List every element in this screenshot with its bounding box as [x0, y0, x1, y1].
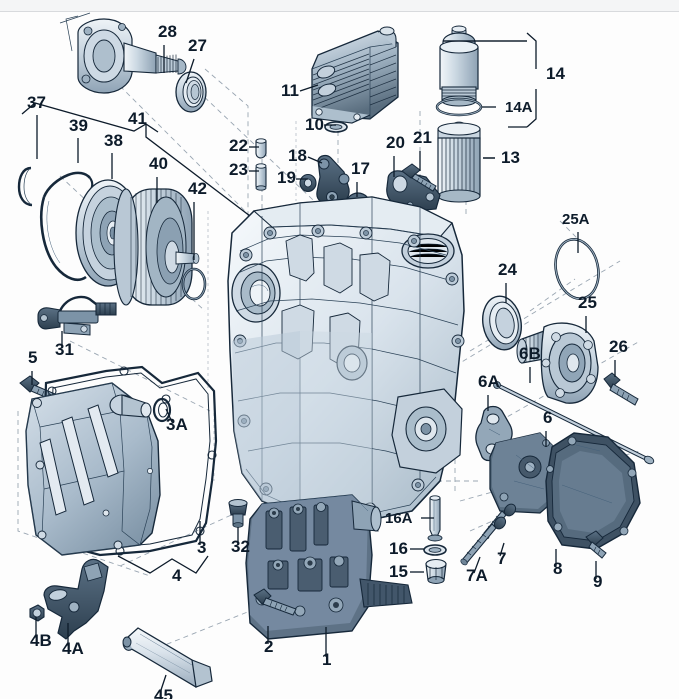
part-label-8: 8: [553, 559, 562, 578]
window-top-strip: [0, 0, 679, 12]
part-22-dowel-pin-short: [255, 138, 267, 159]
leader-line-7A: [473, 556, 481, 574]
part-label-17: 17: [351, 159, 370, 178]
part-label-22: 22: [229, 136, 248, 155]
part-label-37: 37: [27, 93, 46, 112]
leader-line-7: [499, 542, 505, 557]
part-label-4B: 4B: [30, 631, 52, 650]
part-3A-shaft-seal-ring: [152, 397, 172, 423]
part-label-4: 4: [172, 566, 182, 585]
part-label-18: 18: [288, 146, 307, 165]
part-4-oil-pan: [25, 382, 209, 574]
part-label-27: 27: [188, 36, 207, 55]
part-label-14A: 14A: [505, 99, 533, 116]
part-14-oil-filter-housing: [439, 25, 537, 128]
part-label-32: 32: [231, 537, 250, 556]
part-13-oil-filter-element: [437, 121, 495, 203]
part-label-16: 16: [389, 539, 408, 558]
part-25A-flange-o-ring: [554, 238, 600, 300]
part-label-6B: 6B: [519, 344, 541, 363]
leader-line-27: [185, 58, 195, 84]
part-label-25A: 25A: [562, 211, 590, 228]
part-label-3A: 3A: [166, 415, 188, 434]
part-label-7: 7: [497, 549, 506, 568]
part-label-31: 31: [55, 340, 74, 359]
part-label-23: 23: [229, 160, 248, 179]
part-label-28: 28: [158, 22, 177, 41]
part-label-41: 41: [128, 109, 147, 128]
label-leader-lines: [31, 40, 616, 694]
part-label-3: 3: [197, 538, 206, 557]
exploded-view-svg: 282711101414A133739384140422223181917202…: [17, 12, 655, 699]
part-37-retaining-clip: [17, 166, 33, 207]
part-label-21: 21: [413, 128, 432, 147]
part-4B-hex-nut: [29, 604, 45, 622]
part-label-26: 26: [609, 337, 628, 356]
part-label-14: 14: [546, 64, 565, 83]
part-label-13: 13: [501, 148, 520, 167]
part-8-side-cover: [545, 432, 641, 550]
part-16-breather-seal: [423, 544, 447, 556]
part-9-cover-bolt: [585, 530, 607, 559]
part-24-flange-shaft-seal: [482, 295, 522, 351]
part-28-input-shaft-flange: [59, 12, 187, 94]
part-40-dual-clutch-pack: [113, 188, 200, 306]
leader-line-45: [159, 674, 167, 694]
part-41-clutch-assembly-bracket: [21, 102, 251, 217]
part-label-5: 5: [28, 348, 37, 367]
part-16A-breather-tube: [427, 495, 443, 542]
part-label-11: 11: [281, 81, 299, 100]
leader-line-11: [299, 84, 319, 92]
part-32-drain-plug-upper: [228, 499, 248, 528]
part-label-24: 24: [498, 260, 517, 279]
part-39-clutch-spring-ring: [40, 171, 94, 281]
part-label-9: 9: [593, 572, 602, 591]
part-6-selector-mechanism: [489, 432, 557, 514]
part-label-16A: 16A: [385, 510, 413, 527]
part-label-10: 10: [305, 115, 324, 134]
part-10-oil-cooler-seal: [324, 121, 348, 133]
part-label-39: 39: [69, 116, 88, 135]
part-label-7A: 7A: [466, 566, 488, 585]
part-31-speed-sensor: [37, 295, 117, 336]
part-26-flange-bolt: [603, 372, 639, 406]
leader-line-18: [307, 156, 323, 164]
part-14A-filter-o-ring: [435, 97, 483, 117]
part-label-6A: 6A: [478, 372, 500, 391]
part-label-40: 40: [149, 154, 168, 173]
part-25-output-flange: [516, 322, 599, 404]
part-label-2: 2: [264, 637, 273, 656]
part-15-breather-cap: [425, 558, 447, 584]
part-label-1: 1: [322, 650, 331, 669]
part-label-15: 15: [389, 562, 408, 581]
part-2-mechatronic-bolt: [253, 588, 297, 616]
main-transmission-housing: [227, 196, 465, 524]
part-27-input-shaft-seal: [175, 71, 207, 113]
part-label-4A: 4A: [62, 639, 84, 658]
part-23-dowel-pin-long: [255, 163, 267, 191]
leader-line-3A: [165, 408, 173, 423]
part-4A-mounting-bracket: [43, 558, 109, 640]
part-7A-socket-bolt-long: [460, 516, 507, 566]
part-label-6: 6: [543, 408, 552, 427]
part-label-45: 45: [154, 686, 173, 699]
part-45-sealant-tube: [122, 627, 213, 688]
part-label-38: 38: [104, 131, 123, 150]
part-label-19: 19: [277, 168, 296, 187]
part-6B-selector-shaft-rod: [493, 381, 655, 465]
part-11-oil-cooler: [311, 26, 399, 124]
part-label-20: 20: [386, 133, 405, 152]
part-label-25: 25: [578, 293, 597, 312]
part-label-42: 42: [188, 179, 207, 198]
part-19-lever-nut: [299, 173, 317, 193]
part-42-clutch-shaft-o-ring: [181, 267, 207, 301]
